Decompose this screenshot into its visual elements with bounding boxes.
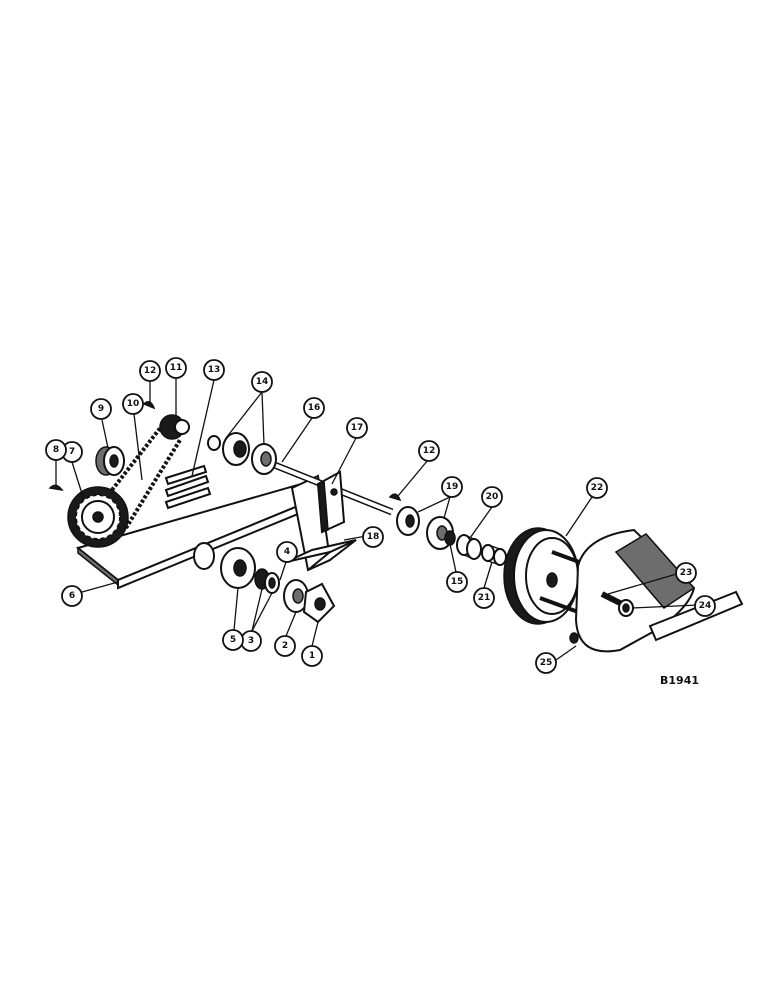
svg-text:16: 16 (308, 403, 321, 413)
callout-24: 24 (694, 595, 716, 617)
stud-and-washer (600, 591, 634, 617)
svg-text:4: 4 (284, 547, 290, 557)
idler-bearing (95, 446, 125, 476)
callout-4: 4 (276, 541, 298, 563)
svg-text:5: 5 (230, 635, 236, 645)
figure-reference-code: B1941 (660, 674, 699, 687)
bearing-pair-3 (254, 568, 280, 594)
callout-21: 21 (473, 587, 495, 609)
svg-text:18: 18 (367, 532, 380, 542)
callout-25: 25 (535, 652, 557, 674)
callout-22: 22 (586, 477, 608, 499)
svg-text:25: 25 (540, 658, 553, 668)
bracket-plate (302, 582, 336, 624)
svg-text:9: 9 (98, 404, 104, 414)
callout-14: 14 (251, 371, 273, 393)
key-12-upper (142, 401, 156, 410)
callout-12-lower: 12 (418, 440, 440, 462)
callout-16: 16 (303, 397, 325, 419)
flange-bearing-set-19 (396, 506, 454, 550)
svg-text:23: 23 (680, 568, 693, 578)
svg-text:11: 11 (170, 363, 183, 373)
callout-18: 18 (362, 526, 384, 548)
callout-23: 23 (675, 562, 697, 584)
svg-text:20: 20 (486, 492, 499, 502)
svg-text:24: 24 (699, 601, 712, 611)
key-12-lower (388, 493, 402, 502)
bearing-flange (220, 547, 256, 589)
callout-10: 10 (122, 393, 144, 415)
svg-text:3: 3 (248, 636, 254, 646)
callout-15: 15 (446, 571, 468, 593)
svg-text:12: 12 (423, 446, 436, 456)
svg-text:10: 10 (127, 399, 140, 409)
svg-text:12: 12 (144, 366, 157, 376)
svg-text:17: 17 (351, 423, 364, 433)
shim-plates (164, 464, 212, 510)
svg-text:1: 1 (309, 651, 315, 661)
callout-9: 9 (90, 398, 112, 420)
callout-2: 2 (274, 635, 296, 657)
large-sprocket (67, 486, 129, 548)
leader-lines (55, 378, 699, 661)
callout-19: 19 (441, 476, 463, 498)
svg-text:7: 7 (69, 447, 75, 457)
svg-text:22: 22 (591, 483, 604, 493)
callout-17: 17 (346, 417, 368, 439)
flange-bearing-set-14 (207, 432, 277, 475)
svg-text:2: 2 (282, 641, 288, 651)
callout-12-upper: 12 (139, 360, 161, 382)
drive-chain (110, 416, 182, 530)
callout-20: 20 (481, 486, 503, 508)
guard-housing (569, 528, 744, 653)
spacer (481, 544, 507, 566)
callout-8: 8 (45, 439, 67, 461)
svg-text:19: 19 (446, 482, 459, 492)
callout-3: 3 (240, 630, 262, 652)
svg-text:14: 14 (256, 377, 269, 387)
pulley (503, 527, 613, 625)
callout-13: 13 (203, 359, 225, 381)
small-sprocket (159, 414, 190, 440)
svg-text:6: 6 (69, 591, 75, 601)
callout-6: 6 (61, 585, 83, 607)
callout-1: 1 (301, 645, 323, 667)
callout-5: 5 (222, 629, 244, 651)
pivot-arm (316, 470, 346, 534)
svg-text:15: 15 (451, 577, 464, 587)
callout-11: 11 (165, 357, 187, 379)
svg-text:21: 21 (478, 593, 491, 603)
key-8 (48, 484, 64, 492)
small-bearing (444, 530, 456, 546)
svg-text:13: 13 (208, 365, 221, 375)
svg-text:8: 8 (53, 445, 59, 455)
bushing (456, 534, 482, 560)
